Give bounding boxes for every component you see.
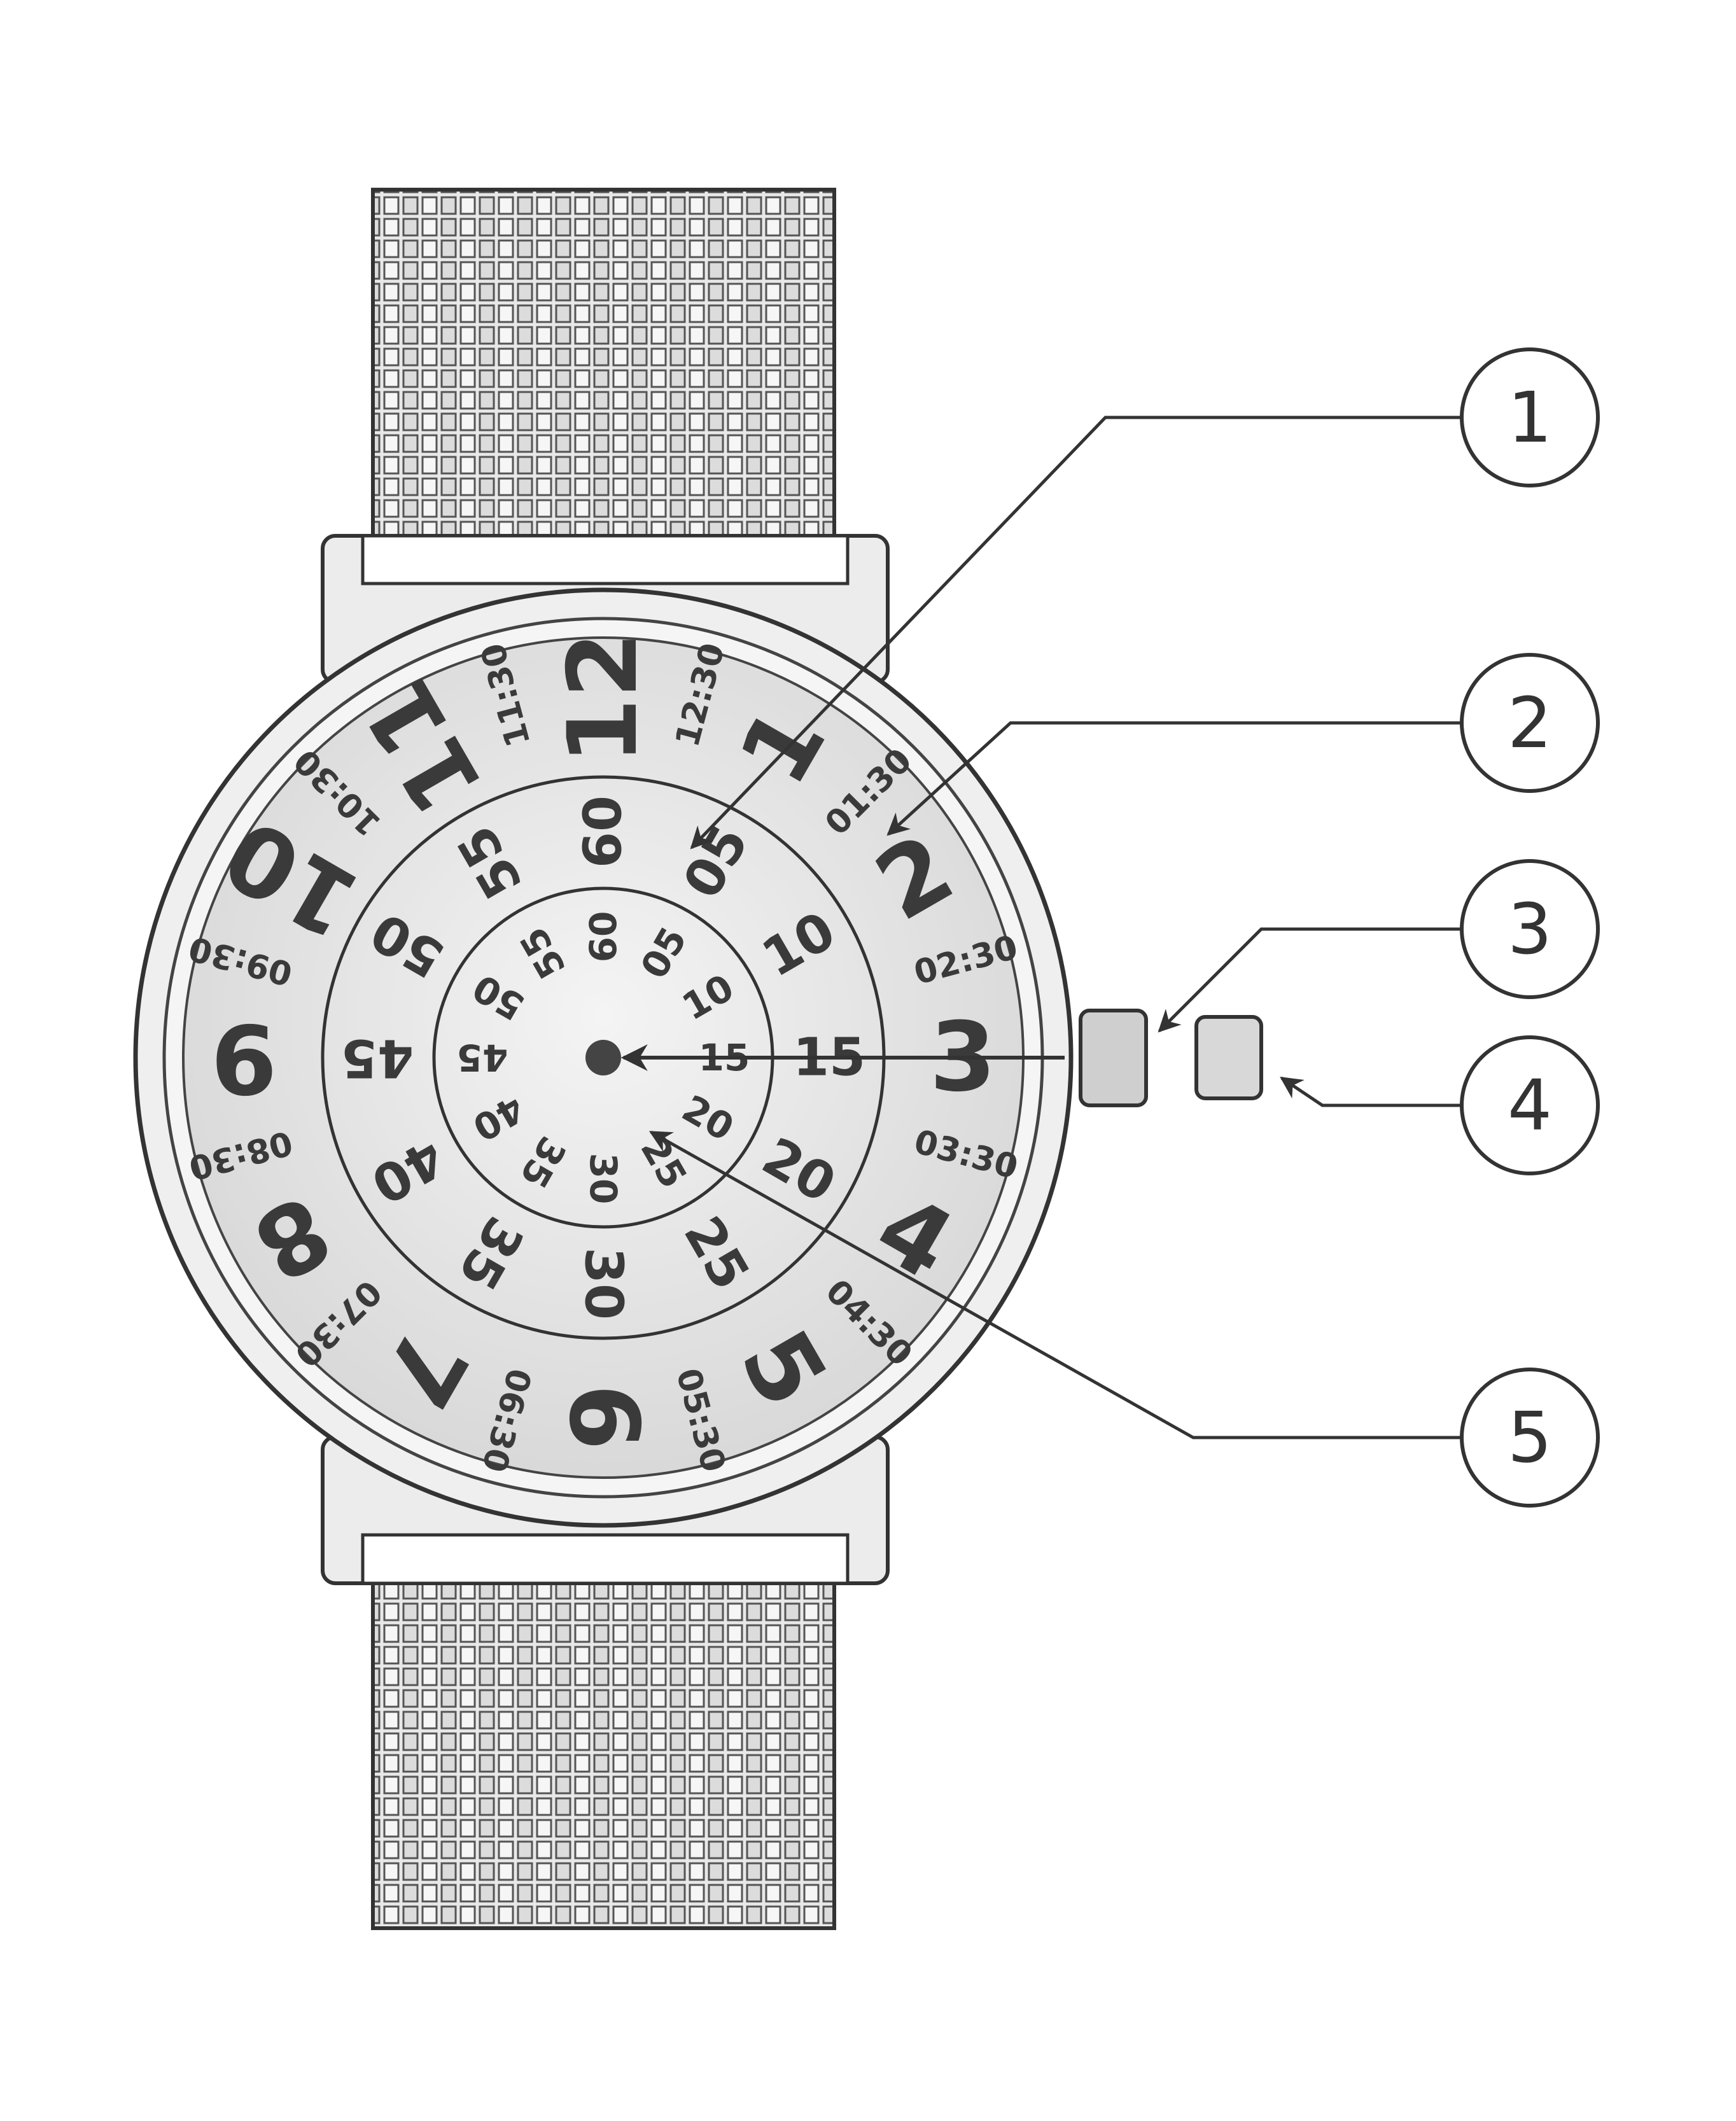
outer-minute-label: 45 <box>341 1028 414 1088</box>
callout-circle <box>1460 347 1600 487</box>
bottom-strap <box>371 1570 836 1930</box>
callout-number: 2 <box>1508 682 1552 764</box>
inner-minute-label: 45 <box>457 1036 508 1079</box>
callout-number: 1 <box>1508 377 1552 458</box>
center-pivot <box>585 1040 621 1075</box>
callout-circle <box>1460 1035 1600 1175</box>
leader-line-2 <box>886 721 1462 836</box>
hour-numeral: 6 <box>548 1384 659 1450</box>
outer-minute-label: 30 <box>573 1247 634 1320</box>
callout-circle <box>1460 653 1600 793</box>
callout-number: 3 <box>1508 888 1552 970</box>
callout-number: 5 <box>1508 1397 1552 1478</box>
hour-numeral: 9 <box>211 1002 277 1113</box>
callout-number: 4 <box>1508 1065 1552 1146</box>
leader-line-1 <box>690 416 1462 850</box>
callout-circle <box>1460 859 1600 999</box>
callout-circle <box>1460 1368 1600 1508</box>
pusher-button <box>1194 1015 1263 1100</box>
inner-minute-label: 60 <box>582 911 625 963</box>
top-strap <box>371 188 836 580</box>
inner-minute-label: 30 <box>582 1153 625 1205</box>
leader-line-4 <box>1280 1076 1462 1107</box>
leader-line-5 <box>648 1130 1462 1439</box>
leader-line-3 <box>1158 927 1462 1033</box>
crown <box>1079 1009 1148 1107</box>
outer-minute-label: 60 <box>573 795 634 868</box>
hour-numeral: 12 <box>548 632 659 765</box>
